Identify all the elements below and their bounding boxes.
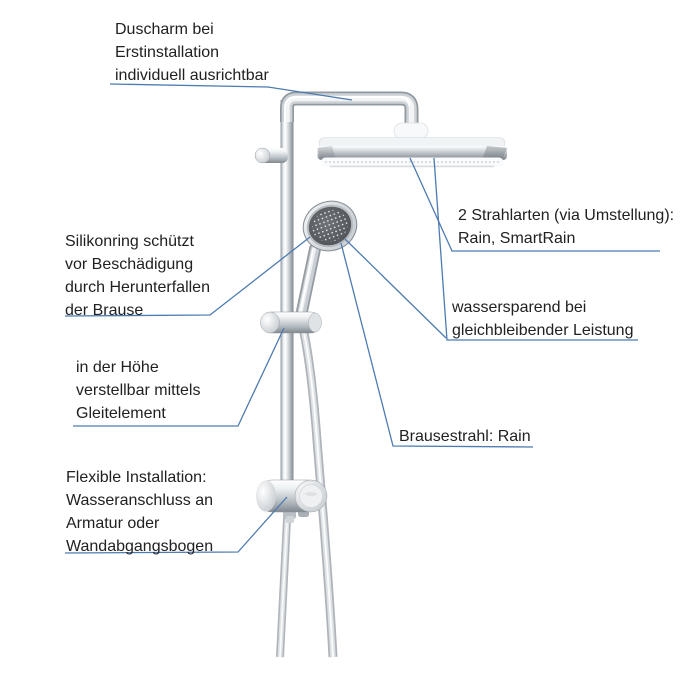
leader-line-flexible — [64, 496, 288, 554]
hand-shower-handle — [295, 243, 321, 322]
glide-element — [260, 311, 322, 334]
leader-line-wassersparend-head — [433, 157, 638, 341]
leader-line-brausestrahl — [340, 242, 534, 448]
wall-bracket — [254, 147, 288, 164]
annotation-silikonring: Silikonring schützt vor Beschädigung dur… — [65, 233, 210, 319]
hand-shower-head — [302, 200, 358, 252]
ball-joint — [393, 122, 429, 140]
annotation-flexible: Flexible Installation: Wasseranschluss a… — [66, 469, 214, 555]
annotation-hoehe: in der Höhe verstellbar mittels Gleitele… — [76, 359, 201, 422]
shower-rail — [280, 100, 294, 500]
annotation-strahlarten: 2 Strahlarten (via Umstellung): Rain, Sm… — [458, 207, 675, 247]
leader-line-silikonring — [64, 236, 311, 317]
leader-line-hoehe — [73, 327, 285, 427]
shower-arm — [280, 91, 419, 130]
annotation-duscharm: Duscharm bei Erstinstallation individuel… — [115, 21, 269, 84]
leader-line-strahlarten — [409, 157, 660, 252]
leader-line-duscharm — [109, 83, 353, 101]
diverter-connector — [256, 479, 328, 523]
annotation-brausestrahl: Brausestrahl: Rain — [399, 428, 531, 445]
leader-line-wassersparend-hand — [344, 238, 447, 339]
shower-hose — [298, 327, 338, 658]
annotation-wassersparend: wassersparend bei gleichbleibender Leist… — [452, 299, 634, 339]
